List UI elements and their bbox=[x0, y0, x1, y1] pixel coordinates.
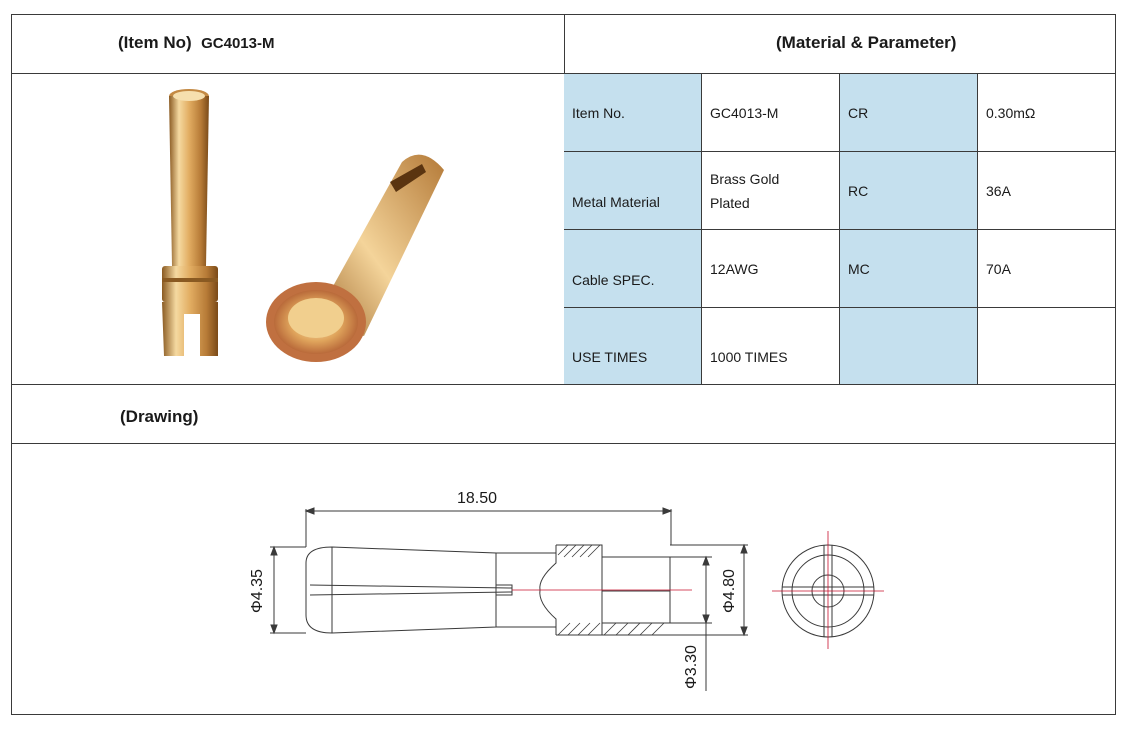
param-label-cell: Cable SPEC. bbox=[564, 230, 701, 307]
param-label-cell: Metal Material bbox=[564, 152, 701, 229]
param-value-cell: GC4013-M bbox=[702, 74, 839, 151]
dim-right-diameter: Φ4.80 bbox=[721, 569, 738, 613]
param-key-value-cell: 70A bbox=[978, 230, 1115, 307]
param-value: GC4013-M bbox=[710, 104, 779, 121]
param-key-value-cell: 36A bbox=[978, 152, 1115, 229]
param-label-cell: USE TIMES bbox=[564, 308, 701, 384]
divider bbox=[564, 307, 1115, 308]
param-key: RC bbox=[848, 182, 869, 199]
param-label: USE TIMES bbox=[572, 349, 648, 365]
drawing-title: (Drawing) bbox=[120, 407, 199, 426]
item-no-header: (Item No) GC4013-M bbox=[118, 33, 274, 53]
param-key-cell: CR bbox=[840, 74, 977, 151]
param-value-cell: 12AWG bbox=[702, 230, 839, 307]
item-no-label: (Item No) bbox=[118, 33, 192, 52]
param-label: Cable SPEC. bbox=[572, 271, 655, 288]
connector-right bbox=[266, 154, 444, 362]
param-key-value: 36A bbox=[986, 182, 1011, 199]
technical-drawing: 18.50 Φ4.35 Φ4.80 Φ3.30 bbox=[12, 445, 1115, 714]
divider bbox=[12, 443, 1115, 444]
param-label: Item No. bbox=[572, 104, 625, 121]
param-key-cell: RC bbox=[840, 152, 977, 229]
spec-sheet: (Item No) GC4013-M (Material & Parameter… bbox=[11, 14, 1116, 715]
divider bbox=[12, 384, 1115, 385]
param-key-value-cell bbox=[978, 308, 1115, 384]
divider bbox=[564, 229, 1115, 230]
param-key: CR bbox=[848, 104, 869, 121]
param-key-value: 0.30mΩ bbox=[986, 104, 1036, 121]
param-key-cell bbox=[840, 308, 977, 384]
dim-inner-diameter: Φ3.30 bbox=[683, 645, 700, 689]
connector-left bbox=[162, 89, 218, 356]
product-photo bbox=[12, 74, 564, 385]
param-key-value: 70A bbox=[986, 260, 1011, 277]
param-label: Metal Material bbox=[572, 193, 660, 210]
param-value: Brass Gold Plated bbox=[710, 170, 780, 211]
param-value: 1000 TIMES bbox=[710, 349, 788, 365]
param-value-cell: Brass Gold Plated bbox=[702, 152, 839, 229]
param-label-cell: Item No. bbox=[564, 74, 701, 151]
divider bbox=[564, 151, 1115, 152]
material-title: (Material & Parameter) bbox=[776, 33, 957, 52]
param-key-value-cell: 0.30mΩ bbox=[978, 74, 1115, 151]
divider bbox=[12, 73, 1115, 74]
param-key: MC bbox=[848, 260, 870, 277]
param-value-cell: 1000 TIMES bbox=[702, 308, 839, 384]
param-key-cell: MC bbox=[840, 230, 977, 307]
dim-left-diameter: Φ4.35 bbox=[249, 569, 266, 613]
dim-length: 18.50 bbox=[457, 490, 497, 507]
param-value: 12AWG bbox=[710, 260, 759, 277]
item-no-value: GC4013-M bbox=[201, 35, 275, 52]
